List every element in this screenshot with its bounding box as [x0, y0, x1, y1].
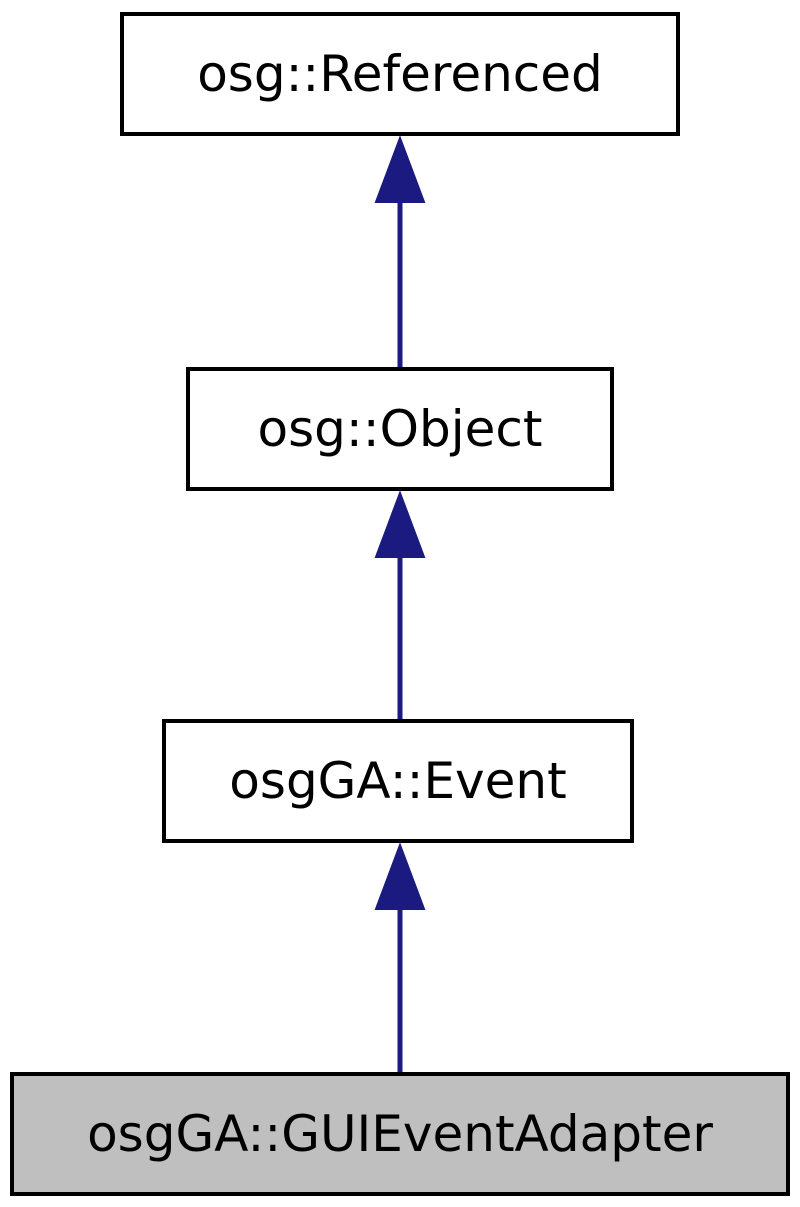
class-node-referenced[interactable]: osg::Referenced: [120, 12, 680, 136]
class-node-object[interactable]: osg::Object: [186, 367, 614, 491]
inheritance-arrowhead-icon: [374, 842, 426, 910]
edge-object-to-referenced: [374, 135, 426, 367]
class-node-label: osg::Object: [257, 400, 543, 458]
class-node-label: osgGA::GUIEventAdapter: [87, 1105, 713, 1163]
edge-event-to-object: [374, 490, 426, 719]
edge-gui-to-event: [374, 842, 426, 1072]
class-node-gui-event-adapter: osgGA::GUIEventAdapter: [10, 1072, 790, 1196]
class-node-event[interactable]: osgGA::Event: [162, 719, 634, 843]
inheritance-arrowhead-icon: [374, 135, 426, 203]
class-node-label: osgGA::Event: [229, 752, 567, 810]
inheritance-arrowhead-icon: [374, 490, 426, 558]
class-node-label: osg::Referenced: [197, 45, 603, 103]
